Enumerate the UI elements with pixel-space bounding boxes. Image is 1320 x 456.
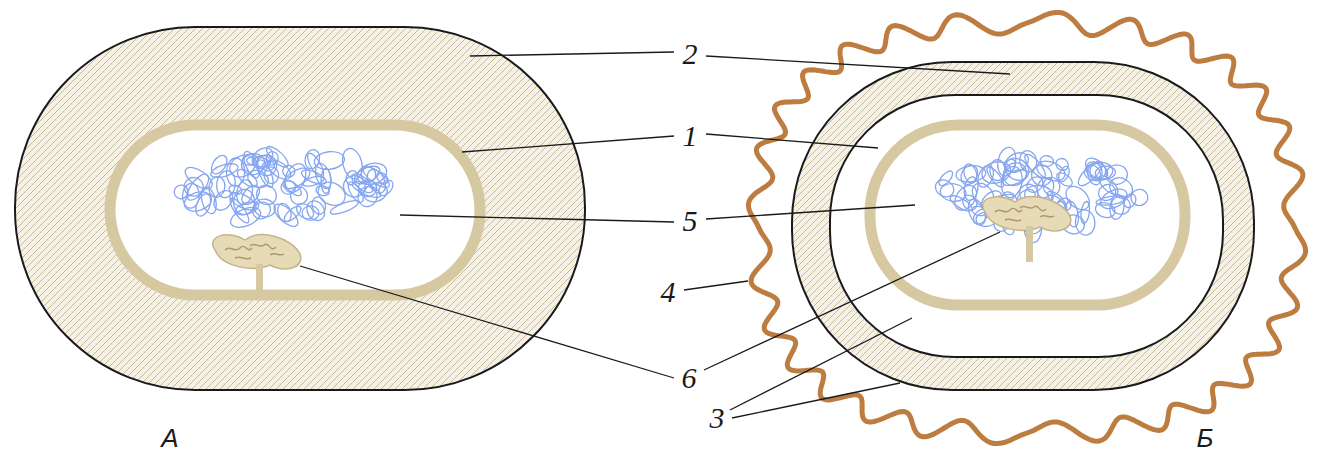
dna-loop bbox=[315, 184, 331, 197]
dna-loop bbox=[302, 206, 319, 221]
dna-loop bbox=[1109, 194, 1132, 216]
dna-loop bbox=[1057, 165, 1072, 183]
dna-loop bbox=[345, 180, 366, 205]
dna-loop bbox=[1129, 188, 1149, 208]
dna-loop bbox=[300, 167, 328, 187]
dna-loop bbox=[375, 170, 391, 186]
dna-loop bbox=[344, 169, 359, 186]
dna-loop bbox=[209, 161, 239, 180]
dna-loop bbox=[963, 176, 980, 202]
dna-loop bbox=[303, 198, 328, 224]
nucleoid bbox=[932, 146, 1149, 243]
mesosome bbox=[983, 197, 1071, 262]
dna-loop bbox=[227, 196, 252, 226]
callout-number: 1 bbox=[683, 121, 698, 151]
cytoplasmic-membrane bbox=[870, 125, 1185, 305]
callout-number: 3 bbox=[710, 403, 725, 433]
outer-membrane bbox=[748, 12, 1305, 443]
dna-loop bbox=[1080, 201, 1091, 224]
dna-loop bbox=[1095, 165, 1116, 180]
dna-loop bbox=[226, 158, 245, 187]
dna-loop bbox=[980, 159, 1014, 187]
dna-loop bbox=[246, 155, 271, 168]
dna-loop bbox=[1034, 157, 1068, 184]
dna-loop bbox=[250, 199, 274, 223]
dna-loop bbox=[172, 182, 191, 201]
callout-number: 4 bbox=[661, 277, 676, 307]
dna-loop bbox=[950, 181, 981, 214]
dna-loop bbox=[305, 151, 327, 179]
dna-loop bbox=[228, 203, 264, 231]
dna-loop bbox=[182, 189, 214, 215]
figure-letter: А bbox=[161, 425, 178, 451]
dna-loop bbox=[280, 164, 314, 193]
nucleoid bbox=[172, 143, 396, 231]
dna-loop bbox=[360, 163, 392, 191]
dna-loop bbox=[999, 165, 1025, 200]
dna-loop bbox=[282, 204, 303, 224]
thick-cell-wall bbox=[15, 27, 585, 390]
leader-lines bbox=[300, 52, 1010, 418]
dna-loop bbox=[932, 176, 957, 200]
callout-number: 2 bbox=[683, 39, 698, 69]
dna-loop bbox=[210, 187, 236, 214]
dna-loop bbox=[199, 185, 219, 215]
dna-loop bbox=[1106, 164, 1128, 185]
cytoplasmic-membrane bbox=[110, 125, 480, 295]
callout-number: 6 bbox=[682, 363, 697, 393]
dna-loop bbox=[264, 167, 279, 185]
thin-cell-wall bbox=[792, 62, 1254, 390]
callout-number: 5 bbox=[683, 206, 698, 236]
mesosome bbox=[213, 235, 301, 292]
periplasm bbox=[830, 95, 1223, 357]
figure-letter: Б bbox=[1197, 425, 1214, 451]
